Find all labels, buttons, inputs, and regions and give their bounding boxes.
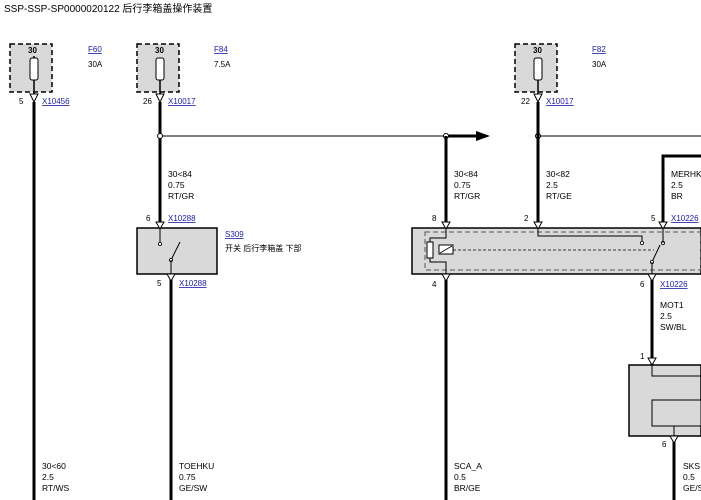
wire-label-f60: 30<60 2.5 RT/WS xyxy=(42,461,70,493)
wire-name: 30<84 xyxy=(454,169,478,179)
fuse-rating: 30A xyxy=(88,60,103,69)
wire-label-toehku: TOEHKU 0.75 GE/SW xyxy=(179,461,214,493)
wire-size: 2.5 xyxy=(42,472,54,482)
fuse-element-icon xyxy=(29,57,39,81)
fuse-terminal-label: 30 xyxy=(28,46,37,55)
connector-link[interactable]: X10288 xyxy=(168,214,196,223)
connector-arrow-icon xyxy=(166,273,176,283)
connector-arrow-icon xyxy=(441,221,451,231)
wire-color: RT/WS xyxy=(42,483,70,493)
page-title: SSP-SSP-SP0000020122 后行李箱盖操作装置 xyxy=(4,2,212,15)
wire-size: 0.5 xyxy=(454,472,466,482)
wire-merhk xyxy=(661,154,701,226)
connector-arrow-icon xyxy=(658,221,668,231)
actuator-module: 1 6 xyxy=(628,352,701,449)
fuse-element-icon xyxy=(533,57,543,81)
wire-name: MERHK xyxy=(671,169,701,179)
connector-arrow-icon xyxy=(647,357,657,367)
connector-link[interactable]: X10226 xyxy=(671,214,699,223)
fuse-pin: 5 xyxy=(19,97,24,106)
connector-link[interactable]: X10456 xyxy=(42,97,70,106)
wire-name: TOEHKU xyxy=(179,461,214,471)
wire-color: BR/GE xyxy=(454,483,481,493)
wire-size: 0.75 xyxy=(168,180,185,190)
connector-arrow-icon xyxy=(155,93,165,104)
fuse-f84: 30 F84 7.5A 26 X10017 xyxy=(136,43,231,106)
relay-inner-outline xyxy=(424,231,701,271)
connector-arrow-icon xyxy=(669,435,679,445)
connector-arrow-icon xyxy=(533,221,543,231)
wire-label-merhk: MERHK 2.5 BR xyxy=(671,169,701,201)
fuse-f82: 30 F82 30A 22 X10017 xyxy=(514,43,607,106)
wire-label-mid: 30<84 0.75 RT/GR xyxy=(454,169,480,201)
connector-link[interactable]: X10017 xyxy=(168,97,196,106)
wire-color: SW/BL xyxy=(660,322,687,332)
wire-name: SCA_A xyxy=(454,461,482,471)
fuse-id-link[interactable]: F82 xyxy=(592,45,606,54)
switch-pin-bottom: 5 xyxy=(157,279,162,288)
wire-color: RT/GR xyxy=(454,191,480,201)
relay-contact-icon xyxy=(651,244,661,263)
relay-pin: 6 xyxy=(640,280,645,289)
wire-color: RT/GR xyxy=(168,191,194,201)
connector-arrow-icon xyxy=(533,93,543,104)
wire-color: RT/GE xyxy=(546,191,572,201)
wire-size: 2.5 xyxy=(546,180,558,190)
switch-housing xyxy=(136,227,218,275)
wire-name: 30<84 xyxy=(168,169,192,179)
junction-dot xyxy=(157,133,163,139)
wire-label-sks: SKS 0.5 GE/S xyxy=(683,461,701,493)
switch-description: 开关 后行李箱盖 下部 xyxy=(225,243,301,253)
wire-color: BR xyxy=(671,191,683,201)
fuse-id-link[interactable]: F60 xyxy=(88,45,102,54)
connector-arrow-icon xyxy=(155,221,165,231)
actuator-pin-bottom: 6 xyxy=(662,440,667,449)
wire-size: 0.75 xyxy=(179,472,196,482)
fuse-terminal-label: 30 xyxy=(533,46,542,55)
wire-label-f84: 30<84 0.75 RT/GR xyxy=(168,169,194,201)
wire-name: 30<60 xyxy=(42,461,66,471)
connector-arrow-icon xyxy=(441,273,451,283)
switch-id-link[interactable]: S309 xyxy=(225,230,244,239)
relay-pin: 4 xyxy=(432,280,437,289)
fuse-element-icon xyxy=(155,57,165,81)
connector-link[interactable]: X10017 xyxy=(546,97,574,106)
relay-pin: 2 xyxy=(524,214,529,223)
relay-module: 8 2 5 X10226 4 6 X10226 xyxy=(411,214,701,289)
fuse-rating: 7.5A xyxy=(214,60,231,69)
relay-pin: 8 xyxy=(432,214,437,223)
fuse-pin: 22 xyxy=(521,97,530,106)
switch-pin-top: 6 xyxy=(146,214,151,223)
fuse-pin: 26 xyxy=(143,97,152,106)
wire-label-sca-a: SCA_A 0.5 BR/GE xyxy=(454,461,482,493)
actuator-inner-block xyxy=(651,399,701,427)
wire-label-f82: 30<82 2.5 RT/GE xyxy=(546,169,572,201)
fuse-terminal-label: 30 xyxy=(155,46,164,55)
wire-size: 2.5 xyxy=(660,311,672,321)
connector-arrow-icon xyxy=(29,93,39,104)
wire-name: SKS xyxy=(683,461,700,471)
switch-s309: 6 X10288 5 X10288 S309 开关 后行李箱盖 下部 xyxy=(136,214,301,288)
relay-diode-icon xyxy=(426,241,434,259)
fuse-rating: 30A xyxy=(592,60,607,69)
connector-link[interactable]: X10226 xyxy=(660,280,688,289)
wire-size: 2.5 xyxy=(671,180,683,190)
switch-contact-icon xyxy=(170,241,181,261)
relay-pin: 5 xyxy=(651,214,656,223)
fuse-id-link[interactable]: F84 xyxy=(214,45,228,54)
wire-color: GE/S xyxy=(683,483,701,493)
fuse-f60: 30 F60 30A 5 X10456 xyxy=(9,43,103,106)
wire-name: 30<82 xyxy=(546,169,570,179)
connector-link[interactable]: X10288 xyxy=(179,279,207,288)
wire-color: GE/SW xyxy=(179,483,207,493)
actuator-pin-top: 1 xyxy=(640,352,645,361)
wire-size: 0.75 xyxy=(454,180,471,190)
wire-size: 0.5 xyxy=(683,472,695,482)
continuation-arrow-icon xyxy=(476,131,490,141)
wire-label-mot1: MOT1 2.5 SW/BL xyxy=(660,300,687,332)
connector-arrow-icon xyxy=(647,273,657,283)
wire-name: MOT1 xyxy=(660,300,684,310)
fuse-housing xyxy=(136,43,180,93)
